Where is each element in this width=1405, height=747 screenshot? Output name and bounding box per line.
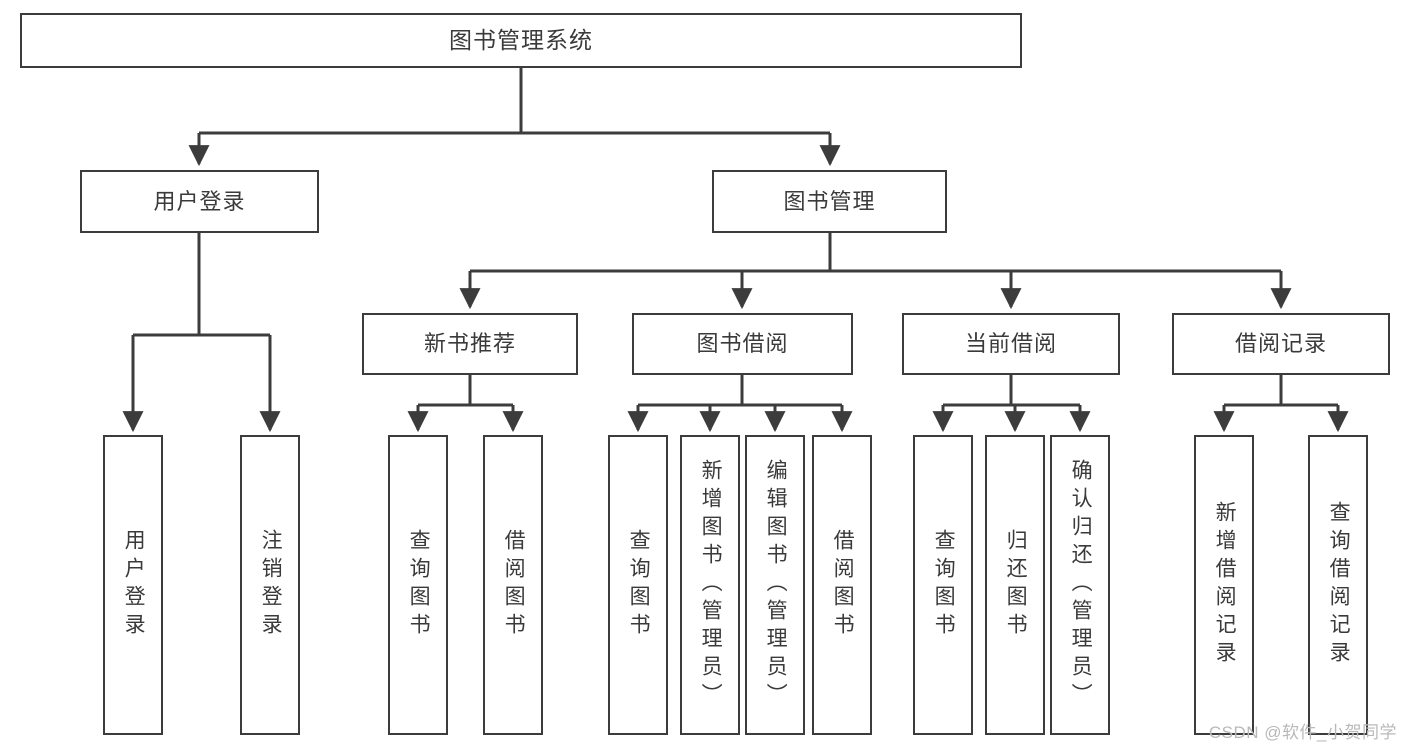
node-label: 查询借阅记录: [1327, 501, 1351, 669]
leaf-query-book-recommend[interactable]: 查询图书: [388, 435, 448, 735]
node-label: 注销登录: [259, 529, 283, 641]
leaf-add-book-admin[interactable]: 新增图书（管理员）: [680, 435, 740, 735]
leaf-user-login[interactable]: 用户登录: [103, 435, 163, 735]
leaf-borrow-book-recommend[interactable]: 借阅图书: [483, 435, 543, 735]
node-label: 新增图书（管理员）: [699, 459, 723, 711]
node-label: 归还图书: [1004, 529, 1028, 641]
node-new-book-recommendation[interactable]: 新书推荐: [362, 313, 578, 375]
leaf-confirm-return-admin[interactable]: 确认归还（管理员）: [1050, 435, 1110, 735]
node-borrowing-records[interactable]: 借阅记录: [1172, 313, 1390, 375]
node-book-management[interactable]: 图书管理: [712, 170, 947, 233]
node-root-book-management-system[interactable]: 图书管理系统: [20, 13, 1022, 68]
node-user-login[interactable]: 用户登录: [80, 170, 319, 233]
node-label: 借阅记录: [1234, 331, 1327, 357]
node-label: 查询图书: [407, 529, 431, 641]
leaf-query-borrowing-record[interactable]: 查询借阅记录: [1308, 435, 1368, 735]
leaf-query-book-borrowing[interactable]: 查询图书: [608, 435, 668, 735]
node-label: 确认归还（管理员）: [1069, 459, 1093, 711]
node-label: 新增借阅记录: [1213, 501, 1237, 669]
node-label: 新书推荐: [423, 331, 516, 357]
leaf-logout[interactable]: 注销登录: [240, 435, 300, 735]
leaf-borrow-book-borrowing[interactable]: 借阅图书: [812, 435, 872, 735]
node-label: 图书管理系统: [449, 27, 593, 54]
node-label: 查询图书: [627, 529, 651, 641]
node-current-borrowing[interactable]: 当前借阅: [902, 313, 1120, 375]
node-label: 用户登录: [122, 529, 146, 641]
node-label: 图书借阅: [696, 331, 789, 357]
node-label: 图书管理: [783, 188, 876, 214]
node-label: 借阅图书: [831, 529, 855, 641]
node-label: 查询图书: [932, 529, 956, 641]
node-book-borrowing[interactable]: 图书借阅: [632, 313, 853, 375]
node-label: 编辑图书（管理员）: [764, 459, 788, 711]
csdn-watermark: CSDN @软件_小贺同学: [1208, 723, 1397, 742]
leaf-query-book-current[interactable]: 查询图书: [913, 435, 973, 735]
leaf-edit-book-admin[interactable]: 编辑图书（管理员）: [745, 435, 805, 735]
leaf-add-borrowing-record[interactable]: 新增借阅记录: [1194, 435, 1254, 735]
node-label: 用户登录: [153, 188, 246, 214]
node-label: 当前借阅: [964, 331, 1057, 357]
leaf-return-book[interactable]: 归还图书: [985, 435, 1045, 735]
node-label: 借阅图书: [502, 529, 526, 641]
